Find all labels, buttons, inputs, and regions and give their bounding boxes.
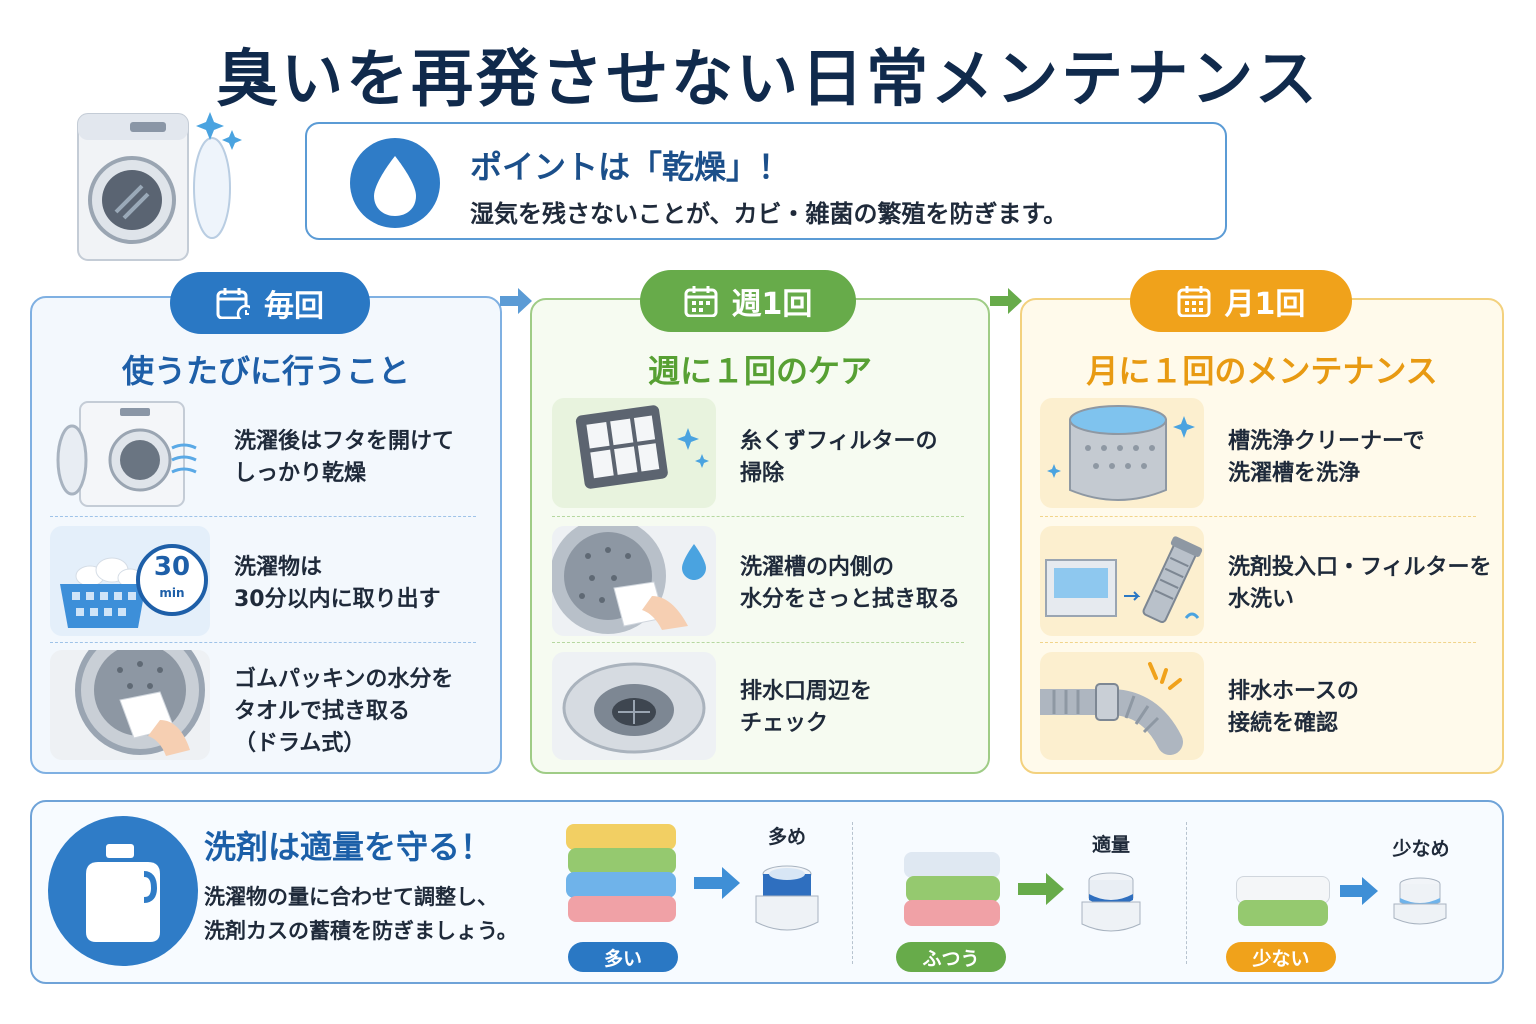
washing-machine-icon — [77, 112, 242, 261]
point-text: 湿気を残さないことが、カビ・雑菌の繁殖を防ぎます。 — [470, 200, 1068, 228]
level-tag: 多い — [568, 942, 678, 972]
towel-stack-medium — [904, 852, 1004, 944]
item-text: ゴムパッキンの水分を タオルで拭き取る （ドラム式） — [234, 667, 454, 756]
badge-label: 毎回 — [264, 289, 324, 324]
item-text: 排水ホースの 接続を確認 — [1228, 679, 1359, 736]
divider — [50, 642, 476, 643]
divider — [852, 822, 853, 964]
water-drop-badge — [350, 138, 440, 228]
item-text: 洗濯物は 30分以内に取り出す — [234, 555, 441, 612]
divider — [1040, 516, 1476, 517]
badge-label: 週1回 — [731, 287, 813, 322]
calendar-icon — [684, 286, 718, 317]
detergent-cap-large — [755, 865, 819, 931]
item-text: 糸くずフィルターの 掃除 — [740, 429, 938, 486]
drain-hose-icon — [1040, 652, 1204, 760]
detergent-bottle-badge — [48, 816, 198, 966]
wipe-drum-icon — [552, 526, 716, 636]
divider — [1186, 822, 1187, 964]
wipe-gasket-icon — [50, 650, 210, 760]
open-washer-icon — [50, 398, 210, 508]
item-text: 洗剤投入口・フィルターを 水洗い — [1228, 555, 1492, 612]
item-text: 槽洗浄クリーナーで 洗濯槽を洗浄 — [1228, 429, 1425, 486]
item-text: 洗濯後はフタを開けて しっかり乾燥 — [234, 429, 455, 486]
page-title: 臭いを再発させない日常メンテナンス — [216, 42, 1320, 115]
badge-label: 月1回 — [1224, 287, 1306, 322]
arrow-right-icon — [694, 867, 740, 899]
point-title: ポイントは「乾燥」！ — [470, 148, 791, 186]
calendar-icon — [1177, 286, 1211, 317]
item-text: 排水口周辺を チェック — [740, 679, 873, 736]
amount-label: 適量 — [1091, 834, 1130, 856]
towel-stack-large — [566, 824, 680, 944]
lint-filter-icon — [552, 398, 716, 508]
drum-cleaner-icon — [1040, 398, 1204, 508]
badge-weekly: 週1回 — [640, 270, 856, 332]
detergent-cap-medium — [1081, 872, 1141, 932]
divider — [50, 516, 476, 517]
arrow-right-icon — [990, 286, 1022, 316]
amount-label: 多め — [767, 826, 806, 848]
towel-stack-small — [1236, 876, 1332, 946]
divider — [552, 516, 964, 517]
arrow-right-icon — [1018, 873, 1064, 905]
badge-every-time: 毎回 — [170, 272, 370, 334]
timer-number: 30 — [153, 552, 191, 582]
level-tag: ふつう — [896, 942, 1006, 972]
detergent-bottle-icon — [86, 844, 160, 942]
calendar-clock-icon — [216, 288, 250, 319]
divider — [552, 642, 964, 643]
detergent-title: 洗剤は適量を守る！ — [204, 828, 493, 866]
level-tag: 少ない — [1226, 942, 1336, 972]
detergent-cap-small — [1393, 877, 1447, 925]
panel-heading: 週に１回のケア — [647, 352, 872, 390]
detergent-drawer-icon — [1040, 526, 1204, 636]
detergent-text: 洗濯物の量に合わせて調整し、 洗剤カスの蓄積を防ぎましょう。 — [204, 885, 518, 943]
drain-icon — [552, 652, 716, 760]
arrow-right-icon — [500, 286, 532, 316]
panel-heading: 使うたびに行うこと — [121, 352, 410, 390]
laundry-basket-timer-icon: 30 min — [50, 526, 210, 636]
item-text: 洗濯槽の内側の 水分をさっと拭き取る — [740, 555, 961, 612]
water-drop-icon — [374, 156, 416, 216]
divider — [1040, 642, 1476, 643]
badge-monthly: 月1回 — [1130, 270, 1352, 332]
point-box — [305, 122, 1227, 240]
timer-unit: min — [159, 586, 185, 600]
arrow-right-icon — [1340, 877, 1378, 905]
panel-heading: 月に１回のメンテナンス — [1086, 352, 1438, 390]
amount-label: 少なめ — [1392, 838, 1450, 860]
